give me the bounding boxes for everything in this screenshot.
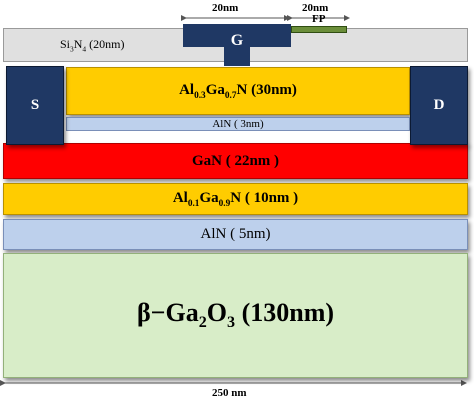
algan-back-barrier-layer: Al0.1Ga0.9N ( 10nm ) (3, 183, 468, 215)
algan-barrier-label: Al0.3Ga0.7N (30nm) (179, 81, 297, 101)
algan-barrier-layer: Al0.3Ga0.7N (30nm) (66, 67, 410, 115)
gan-channel-layer: GaN ( 22nm ) (3, 143, 468, 179)
fp-label: FP (312, 13, 326, 25)
algan-back-barrier-label: Al0.1Ga0.9N ( 10nm ) (172, 189, 299, 209)
aln-spacer-layer: AlN ( 3nm) (66, 117, 410, 131)
fp-length-label: 20nm (302, 2, 329, 14)
gan-channel-label: GaN ( 22nm ) (191, 152, 280, 169)
gate-label: G (230, 32, 244, 49)
gate-electrode-head (183, 24, 291, 47)
ga2o3-substrate-layer: β−Ga2O3 (130nm) (3, 253, 468, 378)
aln-spacer-label: AlN ( 3nm) (212, 118, 264, 130)
gate-electrode-stem (224, 46, 250, 66)
aln-nucleation-label: AlN ( 5nm) (200, 226, 271, 242)
device-width-label: 250 nm (212, 387, 247, 399)
drain-electrode: D (410, 66, 468, 145)
field-plate (291, 26, 347, 33)
ga2o3-substrate-label: β−Ga2O3 (130nm) (136, 298, 335, 332)
source-electrode: S (6, 66, 64, 145)
gate-length-label: 20nm (212, 2, 239, 14)
aln-nucleation-layer: AlN ( 5nm) (3, 219, 468, 250)
drain-label: D (433, 97, 445, 113)
source-label: S (30, 97, 40, 113)
si3n4-label: Si3N4 (20nm) (60, 36, 125, 54)
